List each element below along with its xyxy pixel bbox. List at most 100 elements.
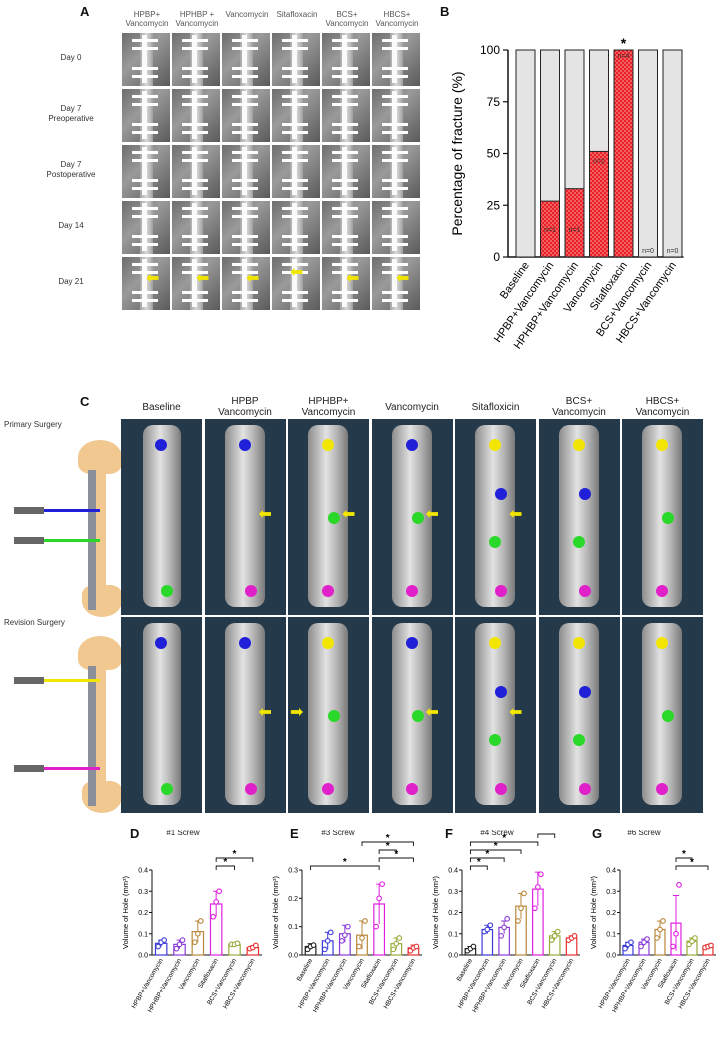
data-point	[176, 941, 183, 948]
significance-star: *	[485, 849, 489, 860]
panel-label-a: A	[80, 4, 90, 19]
y-tick-label: 0.2	[606, 910, 616, 917]
panel-label-d: D	[130, 826, 140, 841]
y-tick-label: 0.0	[448, 953, 458, 960]
micro-ct-image: ⬅	[204, 617, 286, 813]
primary-surgery-label: Primary Surgery	[4, 420, 62, 429]
y-tick-label: 25	[487, 198, 501, 212]
data-point	[554, 928, 561, 935]
xray-image	[272, 33, 320, 86]
micro-ct-image: ➡	[288, 617, 369, 813]
ct-marker	[572, 637, 585, 649]
yellow-arrow-icon: ⬅	[146, 270, 160, 287]
xray-image	[272, 145, 320, 198]
data-point	[324, 937, 331, 944]
xray-image	[272, 257, 320, 310]
ct-marker	[238, 439, 251, 451]
data-point	[356, 943, 362, 950]
xray-row-label: Day 14	[58, 221, 84, 230]
xray-image	[222, 257, 270, 310]
ct-marker	[155, 439, 167, 451]
significance-star: *	[386, 833, 390, 844]
y-tick-label: 0.2	[138, 910, 148, 917]
yellow-arrow-icon: ⬅	[290, 264, 304, 281]
data-point	[551, 933, 558, 939]
y-tick-label: 0.0	[288, 953, 298, 960]
ct-marker	[495, 685, 507, 698]
femur-diagram-primary	[58, 440, 122, 620]
y-axis-label: Volume of Hole (mm³)	[271, 876, 280, 949]
ct-marker	[578, 585, 591, 597]
bar-fracture	[589, 150, 609, 258]
ct-marker	[411, 710, 424, 722]
ct-column-header: Vancomycin	[385, 402, 439, 413]
screw-icon	[14, 507, 44, 514]
significance-star: *	[343, 857, 347, 868]
data-point	[173, 945, 180, 952]
chart-title: #1 Screw	[166, 830, 200, 837]
data-point	[622, 945, 628, 952]
x-tick-label: HBCS+Vancomycin	[383, 957, 418, 1010]
bar-background	[515, 49, 536, 258]
y-tick-label: 0.4	[448, 868, 458, 875]
data-point	[213, 899, 220, 905]
data-point	[644, 936, 650, 942]
data-point	[252, 942, 259, 949]
ct-marker	[489, 439, 501, 451]
yellow-arrow-icon: ⬅	[425, 704, 439, 722]
screw-icon	[14, 677, 44, 684]
xray-image	[372, 145, 420, 198]
y-tick-label: 0.1	[288, 924, 298, 931]
ct-marker	[578, 685, 591, 698]
ct-marker	[489, 536, 501, 549]
xray-image	[372, 201, 420, 254]
micro-ct-image	[622, 617, 703, 813]
x-tick-label: HPHBP+Vancomycin	[147, 957, 184, 1014]
ct-marker	[656, 439, 668, 451]
xray-row-label: Day 0	[60, 53, 82, 62]
x-tick-label: Baseline	[296, 957, 315, 982]
significance-bracket	[469, 857, 505, 862]
data-point	[660, 918, 666, 924]
ct-marker	[155, 637, 167, 649]
ct-column-header: HPHBP+Vancomycin	[301, 396, 356, 418]
significance-star: *	[621, 35, 627, 51]
ct-marker	[244, 783, 257, 795]
bar-background	[662, 49, 683, 258]
ct-marker	[662, 710, 674, 722]
data-point	[484, 926, 491, 933]
yellow-arrow-icon: ⬅	[509, 506, 523, 524]
bar-fracture	[564, 188, 585, 258]
xray-image	[372, 89, 420, 142]
data-point	[571, 933, 578, 939]
xray-image	[272, 89, 320, 142]
y-axis-label: Percentage of fracture (%)	[449, 71, 465, 235]
micro-ct-image	[538, 419, 620, 615]
n-label: n=0	[642, 248, 654, 255]
data-point	[390, 946, 397, 953]
xray-image	[272, 201, 320, 254]
significance-star: *	[386, 841, 390, 852]
xray-image	[122, 201, 170, 254]
y-tick-label: 100	[480, 43, 500, 57]
y-tick-label: 0.3	[288, 868, 298, 875]
ct-marker	[161, 585, 173, 597]
xray-image	[122, 33, 170, 86]
significance-bracket	[378, 849, 397, 854]
ct-marker	[495, 783, 507, 795]
yellow-arrow-icon: ⬅	[246, 270, 260, 287]
significance-bracket	[469, 865, 488, 870]
ct-marker	[244, 585, 257, 597]
ct-marker	[322, 585, 334, 597]
significance-star: *	[682, 849, 686, 860]
data-point	[708, 942, 714, 949]
ct-marker	[572, 734, 585, 747]
y-tick-label: 0.4	[606, 868, 616, 875]
significance-star: *	[494, 841, 498, 852]
xray-image	[172, 257, 220, 310]
ct-marker	[405, 637, 418, 649]
significance-bracket	[215, 857, 254, 862]
xray-image	[322, 33, 370, 86]
